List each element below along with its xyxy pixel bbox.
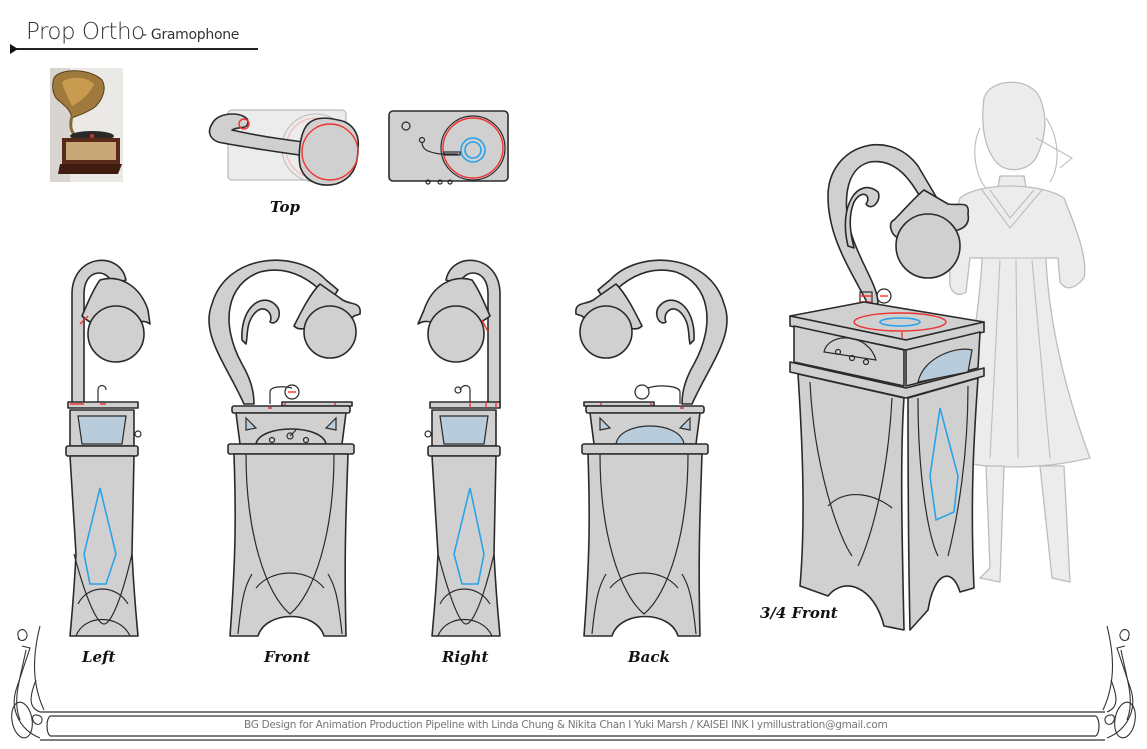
three-quarter-front-view-drawing	[789, 143, 985, 631]
label-front-view: Front	[264, 648, 311, 666]
label-right-view: Right	[442, 648, 489, 666]
top-view-with-horn	[208, 109, 360, 186]
title-underline	[14, 48, 258, 50]
label-three-quarter-view: 3/4 Front	[760, 604, 838, 622]
label-top-view: Top	[270, 198, 300, 216]
top-view-without-horn	[388, 110, 509, 185]
back-view-drawing	[575, 259, 728, 637]
label-back-view: Back	[628, 648, 670, 666]
title-arrow-icon	[10, 44, 18, 54]
title-subtitle: - Gramophone	[142, 27, 240, 43]
right-flourish-ornament	[1102, 625, 1136, 739]
reference-photo	[50, 68, 123, 182]
front-view-drawing	[208, 259, 361, 637]
left-view-drawing	[65, 259, 151, 637]
page-title: Prop Ortho - Gramophone	[10, 18, 260, 54]
left-flourish-ornament	[11, 625, 45, 739]
label-left-view: Left	[82, 648, 116, 666]
character-scale-reference	[948, 81, 1091, 583]
right-view-drawing	[417, 259, 501, 637]
decorative-border-frame	[11, 625, 1136, 741]
footer-credit: BG Design for Animation Production Pipel…	[244, 719, 888, 731]
title-main: Prop Ortho	[26, 19, 145, 45]
